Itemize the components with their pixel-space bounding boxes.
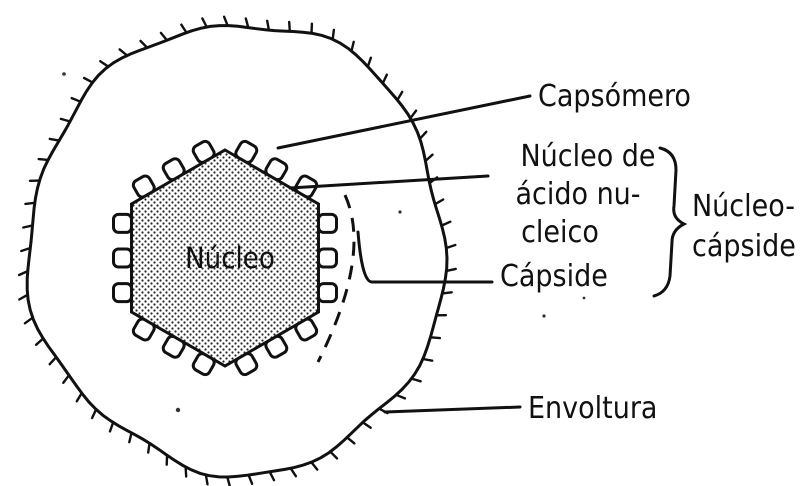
- envelope-spike: [202, 19, 206, 28]
- envelope-spike: [333, 30, 334, 39]
- envelope-spike: [129, 433, 131, 442]
- envelope-spike: [330, 452, 337, 459]
- nucleocapsid-label-line-1: Núcleo-: [692, 189, 795, 224]
- envelope-spike: [435, 200, 443, 205]
- envelope-spike: [396, 395, 405, 399]
- envelope-spike: [311, 462, 317, 469]
- envelope-spike: [442, 222, 451, 226]
- envelope-spike: [50, 139, 59, 141]
- envelope-spike: [77, 393, 82, 401]
- envelope-spike: [181, 25, 186, 33]
- capsomer: [114, 284, 132, 302]
- envelope-leader-line: [385, 407, 520, 412]
- envelope-spike: [19, 295, 27, 300]
- nucleocapsid-brace: [654, 148, 684, 296]
- envelope-spike: [50, 357, 56, 364]
- capsomer: [114, 214, 132, 232]
- envelope-spike: [206, 475, 208, 484]
- envelope-spike: [352, 42, 354, 51]
- envelope-spike: [270, 472, 274, 480]
- nucleic-core-label-line-3: cleico: [521, 215, 599, 250]
- capsomer-leader-line: [278, 96, 530, 148]
- nucleic-core-leader-line: [290, 176, 488, 188]
- envelope-spike: [39, 159, 48, 160]
- envelope-spike: [383, 75, 387, 84]
- envelope-spike: [412, 379, 421, 382]
- envelope-spike: [92, 409, 96, 418]
- envelope-spike: [161, 33, 167, 40]
- envelope-spike: [430, 337, 440, 338]
- envelope-spike: [423, 359, 432, 361]
- envelope-spike: [291, 468, 296, 476]
- envelope-spike: [72, 98, 81, 102]
- print-speck: [583, 297, 586, 300]
- core-label: Núcleo: [185, 241, 275, 275]
- capsomer: [114, 249, 132, 267]
- envelope-spike: [267, 21, 269, 30]
- envelope-spike: [289, 22, 290, 32]
- nucleic-core-label-line-1: Núcleo de: [520, 139, 655, 174]
- capsomer: [319, 214, 337, 232]
- capsid-leader-line: [358, 232, 492, 282]
- envelope-spike: [25, 203, 34, 204]
- envelope-spike: [186, 467, 187, 477]
- envelope-spike: [347, 437, 354, 443]
- envelope-spike: [36, 339, 43, 345]
- nucleocapsid-label-line-2: cápside: [692, 229, 796, 264]
- envelope-spike: [100, 61, 108, 66]
- print-speck: [62, 72, 66, 76]
- envelope-spike: [446, 245, 455, 248]
- print-speck: [542, 314, 545, 317]
- envelope-spike: [249, 475, 253, 484]
- envelope-spike: [25, 318, 33, 324]
- envelope-spike: [442, 292, 451, 293]
- capsomer: [319, 284, 337, 302]
- capsid-label: Cápside: [500, 259, 608, 294]
- envelope-spike: [363, 422, 371, 427]
- envelope-spike: [420, 132, 426, 139]
- capsomer: [319, 249, 337, 267]
- envelope-spike: [410, 111, 416, 119]
- envelope-spike: [84, 78, 92, 82]
- envelope-spike: [397, 92, 402, 100]
- envelope-spike: [63, 375, 69, 383]
- envelope-spike: [368, 58, 371, 67]
- nucleic-core-label-line-2: ácido nu-: [515, 177, 640, 212]
- envelope-label: Envoltura: [528, 391, 657, 426]
- print-speck: [398, 210, 401, 213]
- capsomer-label: Capsómero: [538, 79, 691, 114]
- envelope-spike: [61, 119, 70, 122]
- envelope-spike: [148, 443, 149, 452]
- envelope-spike: [110, 423, 113, 432]
- print-speck: [176, 408, 180, 412]
- envelope-spike: [141, 41, 148, 48]
- envelope-spike: [425, 155, 432, 161]
- envelope-spike: [120, 49, 127, 55]
